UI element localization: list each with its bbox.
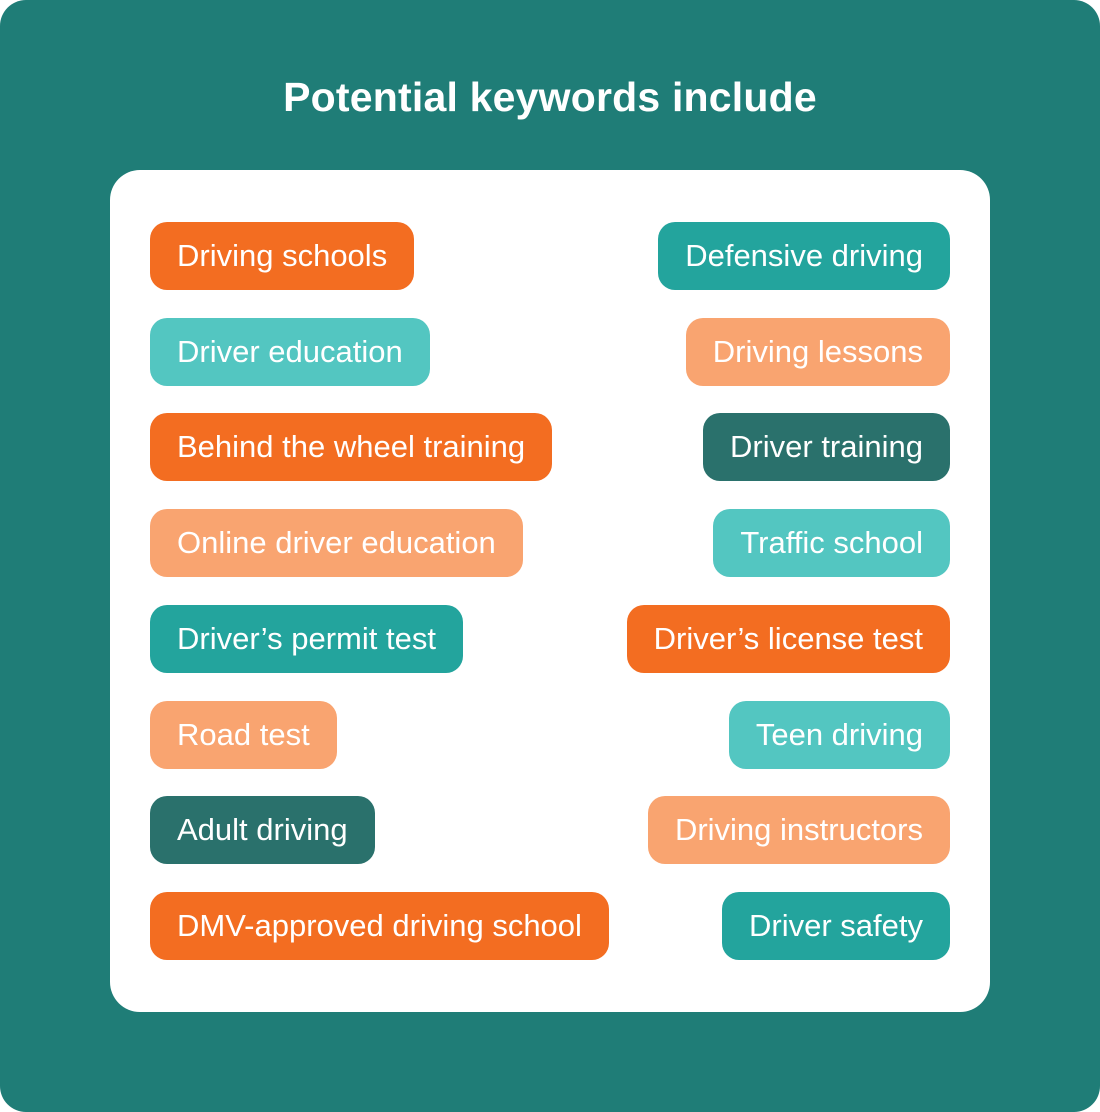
keyword-pill-driver-education: Driver education — [150, 317, 430, 386]
keyword-pill-road-test: Road test — [150, 700, 337, 769]
keyword-pill-behind-the-wheel-training: Behind the wheel training — [150, 413, 553, 482]
page-title: Potential keywords include — [283, 74, 817, 120]
keyword-pill-driver-training: Driver training — [703, 413, 950, 482]
keyword-row-5: Driver’s permit test Driver’s license te… — [150, 604, 950, 673]
keyword-pill-drivers-license-test: Driver’s license test — [626, 604, 950, 673]
keyword-pill-driving-instructors: Driving instructors — [647, 796, 950, 865]
keyword-row-6: Road test Teen driving — [150, 700, 950, 769]
keyword-pill-online-driver-education: Online driver education — [150, 509, 523, 578]
keyword-row-2: Driver education Driving lessons — [150, 317, 950, 386]
keyword-pill-drivers-permit-test: Driver’s permit test — [150, 604, 463, 673]
keyword-pill-driving-lessons: Driving lessons — [685, 317, 950, 386]
keyword-pill-teen-driving: Teen driving — [728, 700, 950, 769]
keyword-pill-adult-driving: Adult driving — [150, 796, 375, 865]
keyword-row-3: Behind the wheel training Driver trainin… — [150, 413, 950, 482]
keyword-pill-driving-schools: Driving schools — [150, 222, 415, 290]
keyword-row-8: DMV-approved driving school Driver safet… — [150, 891, 950, 960]
keyword-row-7: Adult driving Driving instructors — [150, 796, 950, 865]
keyword-pill-traffic-school: Traffic school — [713, 509, 950, 578]
keyword-pill-dmv-approved-driving-school: DMV-approved driving school — [150, 891, 609, 960]
keywords-card: Driving schools Defensive driving Driver… — [110, 170, 990, 1012]
keyword-pill-driver-safety: Driver safety — [722, 891, 950, 960]
keyword-row-1: Driving schools Defensive driving — [150, 222, 950, 290]
keyword-pill-defensive-driving: Defensive driving — [658, 222, 950, 290]
keyword-row-4: Online driver education Traffic school — [150, 509, 950, 578]
